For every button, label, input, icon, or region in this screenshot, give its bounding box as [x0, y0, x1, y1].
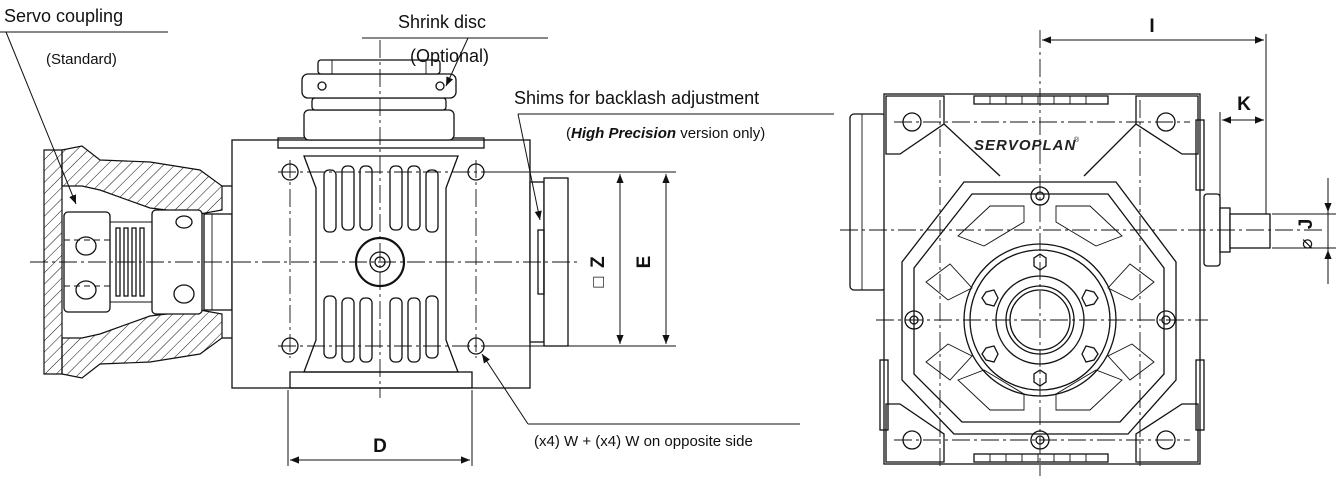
brand-label: SERVOPLAN — [974, 137, 1077, 154]
diameter-symbol: ⌀ — [1296, 238, 1316, 249]
dimension-e — [570, 171, 676, 347]
square-symbol: □ — [588, 276, 608, 287]
leaders — [0, 31, 834, 425]
dimension-i-label: I — [1149, 16, 1154, 37]
shims-note: (High Precision version only) — [566, 125, 765, 142]
dimension-d-label: D — [373, 436, 387, 457]
dimension-j — [1272, 178, 1336, 284]
servo-coupling — [63, 209, 203, 315]
gearbox-housing — [231, 137, 569, 389]
dimension-k — [1219, 112, 1264, 206]
front-motor-adapter — [849, 113, 887, 291]
front-view: SERVOPLAN ® I K — [840, 16, 1336, 476]
dimension-e-label: E — [634, 256, 655, 269]
dimension-j-label: J — [1296, 219, 1317, 230]
shims-label: Shims for backlash adjustment — [514, 88, 759, 108]
front-housing — [883, 93, 1201, 465]
shrink-disc — [301, 59, 457, 141]
dimension-d — [287, 390, 473, 466]
holes-label: (x4) W + (x4) W on opposite side — [534, 433, 753, 450]
servo-coupling-label: Servo coupling — [4, 6, 123, 26]
brand-mark: ® — [1074, 136, 1080, 144]
side-centerlines — [30, 40, 580, 398]
front-centerlines — [840, 30, 1326, 476]
side-view: D Z □ E Servo coupling (Standard) — [0, 6, 834, 466]
servo-coupling-note: (Standard) — [46, 51, 117, 68]
shrink-disc-note: (Optional) — [410, 46, 489, 66]
dimension-i — [1042, 34, 1267, 214]
shrink-disc-label: Shrink disc — [398, 12, 486, 32]
dimension-k-label: K — [1237, 94, 1251, 115]
octagonal-flange — [901, 181, 1177, 435]
dimension-z-label: Z — [588, 256, 609, 268]
